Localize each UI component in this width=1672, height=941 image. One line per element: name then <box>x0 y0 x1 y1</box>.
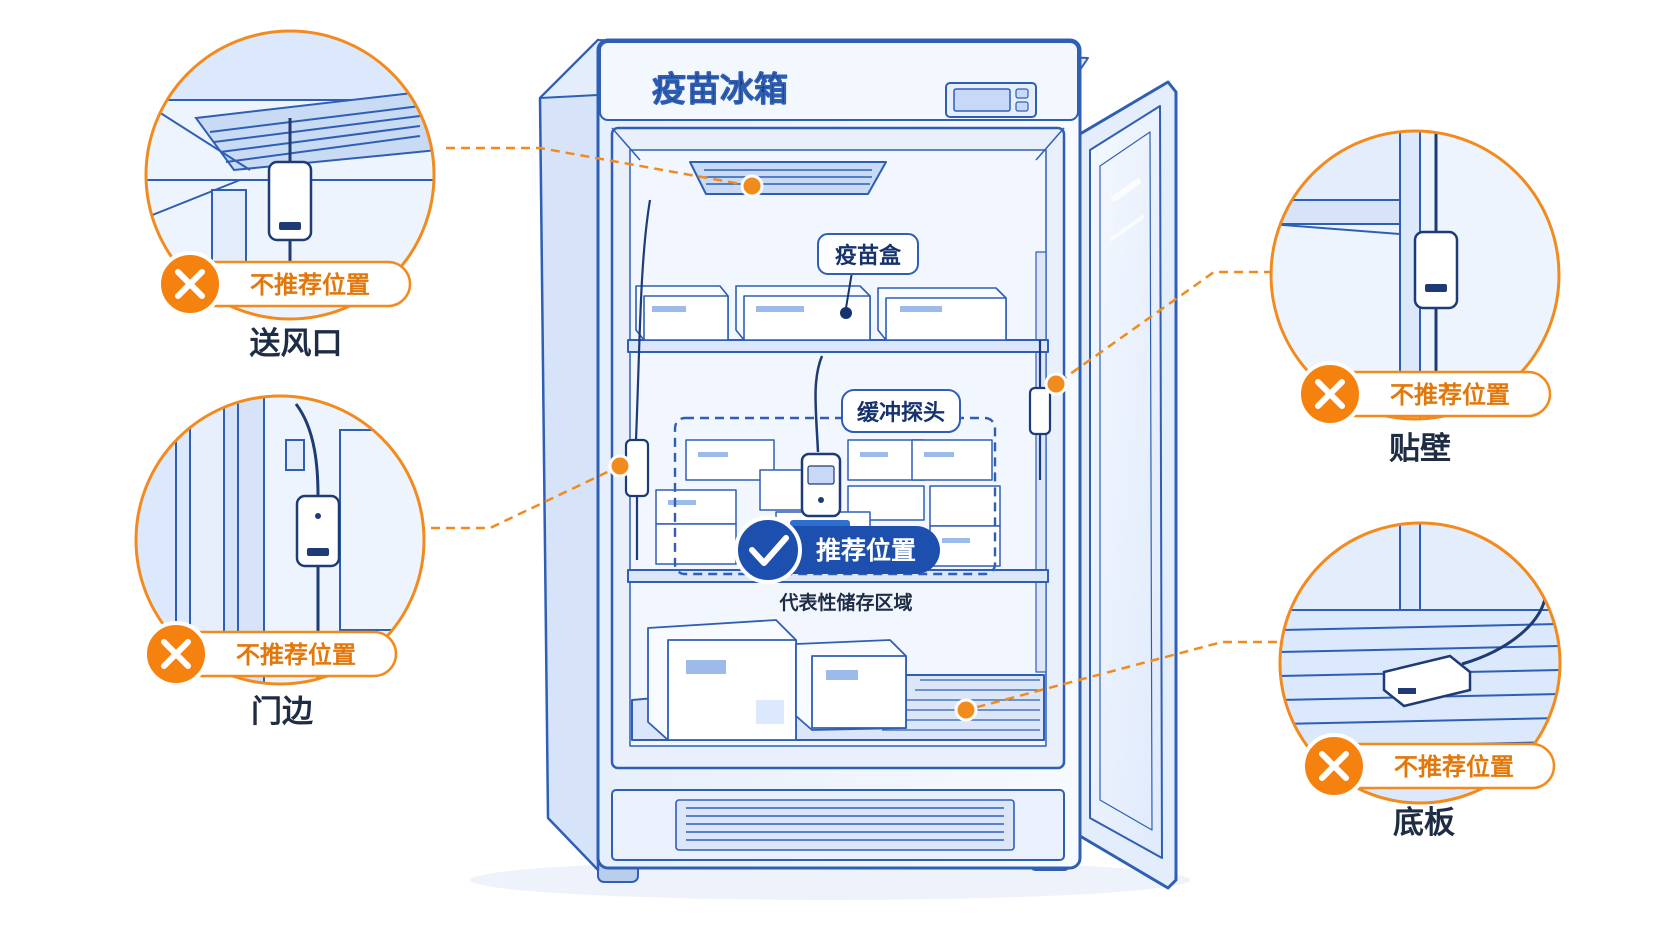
air-vent <box>689 161 887 195</box>
not-recommended-badge: 不推荐位置 <box>1297 361 1552 427</box>
representative-zone-label: 代表性储存区域 <box>778 591 912 614</box>
badge-label: 不推荐位置 <box>236 641 356 669</box>
vaccine-box-label: 疫苗盒 <box>835 243 902 269</box>
not-recommended-badge: 不推荐位置 <box>1301 733 1556 799</box>
recommended-label: 推荐位置 <box>816 536 916 565</box>
cross-icon <box>1315 379 1345 409</box>
cross-icon <box>161 639 191 669</box>
badge-label: 不推荐位置 <box>250 271 370 299</box>
leader-dots <box>608 174 1068 722</box>
leader-lines <box>416 146 1292 712</box>
caption-wall: 贴壁 <box>1389 431 1451 467</box>
leader-floor <box>965 640 1292 712</box>
vaccine-fridge: 疫苗冰箱 <box>470 38 1190 900</box>
leader-door-side <box>416 464 621 530</box>
cross-icon <box>175 269 205 299</box>
cross-icon <box>1319 751 1349 781</box>
leader-air-vent <box>446 146 753 188</box>
wall-probe <box>1028 340 1052 480</box>
not-recommended-badge: 不推荐位置 <box>143 621 398 687</box>
not-recommended-badge: 不推荐位置 <box>157 251 412 317</box>
fridge-title: 疫苗冰箱 <box>652 70 788 110</box>
recommended-position-badge: 推荐位置 <box>734 516 940 584</box>
vaccine-boxes-bottom <box>647 619 907 741</box>
check-icon <box>749 535 789 566</box>
buffer-probe-callout: 缓冲探头 <box>840 389 961 433</box>
badge-label: 不推荐位置 <box>1390 381 1510 409</box>
buffer-probe-label: 缓冲探头 <box>857 400 945 426</box>
compressor-vent <box>675 799 1015 851</box>
leader-wall <box>1055 270 1288 386</box>
vaccine-box-callout: 疫苗盒 <box>817 233 919 319</box>
caption-air-vent: 送风口 <box>250 326 343 362</box>
vaccine-boxes-top <box>635 285 1007 341</box>
fridge-door <box>1078 80 1178 890</box>
badge-label: 不推荐位置 <box>1394 753 1514 781</box>
caption-floor: 底板 <box>1393 805 1455 841</box>
caption-door-side: 门边 <box>251 694 314 730</box>
shelf-top <box>627 339 1049 353</box>
digital-display-icon <box>945 82 1037 118</box>
